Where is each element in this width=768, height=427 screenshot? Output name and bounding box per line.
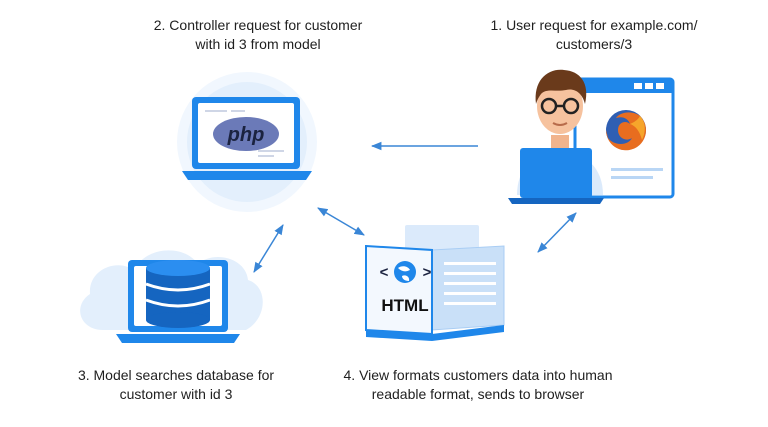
database-laptop-icon <box>80 250 263 343</box>
user-caption-line-2: customers/3 <box>555 36 633 52</box>
html-document-icon: < > HTML <box>365 225 505 341</box>
controller-caption-line-2: with id 3 from model <box>195 36 321 52</box>
html-globe-icon <box>394 261 416 283</box>
user-laptop-lid <box>520 148 592 198</box>
html-label-text: HTML <box>381 296 428 315</box>
html-tag-open: < <box>380 264 389 281</box>
user-with-laptop-icon <box>508 69 675 204</box>
model-laptop-base <box>116 334 240 343</box>
code-line <box>205 110 227 112</box>
controller-caption-line-1: 2. Controller request for customer <box>153 17 363 33</box>
model-caption-line-2: customer with id 3 <box>119 386 233 402</box>
user-caption-line-1: 1. User request for example.com/ <box>490 17 698 33</box>
view-caption-line-2: readable format, sends to browser <box>371 386 585 402</box>
firefox-logo-icon <box>605 110 646 151</box>
user-step-caption: 1. User request for example.com/ custome… <box>455 16 733 54</box>
controller-step-caption: 2. Controller request for customer with … <box>118 16 398 54</box>
model-caption-line-1: 3. Model searches database for <box>77 367 275 383</box>
flow-arrows <box>253 141 577 273</box>
html-page-rows <box>444 262 496 305</box>
view-caption-line-1: 4. View formats customers data into huma… <box>343 367 613 383</box>
code-line <box>231 110 245 112</box>
database-icon <box>145 260 211 328</box>
user-hair <box>535 69 587 104</box>
html-front-page <box>365 244 433 336</box>
code-line <box>258 155 274 157</box>
user-laptop-base <box>508 198 604 204</box>
html-tag-close: > <box>423 264 432 281</box>
arrow-controller-model <box>253 224 284 273</box>
globe-continents <box>398 266 410 281</box>
php-logo-text: php <box>227 124 265 146</box>
controller-laptop-php-icon: php <box>177 72 317 212</box>
html-book-spine <box>366 325 504 341</box>
view-step-caption: 4. View formats customers data into huma… <box>300 366 656 404</box>
controller-laptop-base <box>182 171 312 180</box>
model-step-caption: 3. Model searches database for customer … <box>40 366 312 404</box>
arrow-view-user <box>537 212 577 253</box>
php-logo-icon <box>213 117 279 151</box>
html-right-page <box>431 245 505 331</box>
arrow-controller-view <box>317 207 365 236</box>
user-mouth <box>552 122 568 126</box>
code-line <box>258 150 284 152</box>
